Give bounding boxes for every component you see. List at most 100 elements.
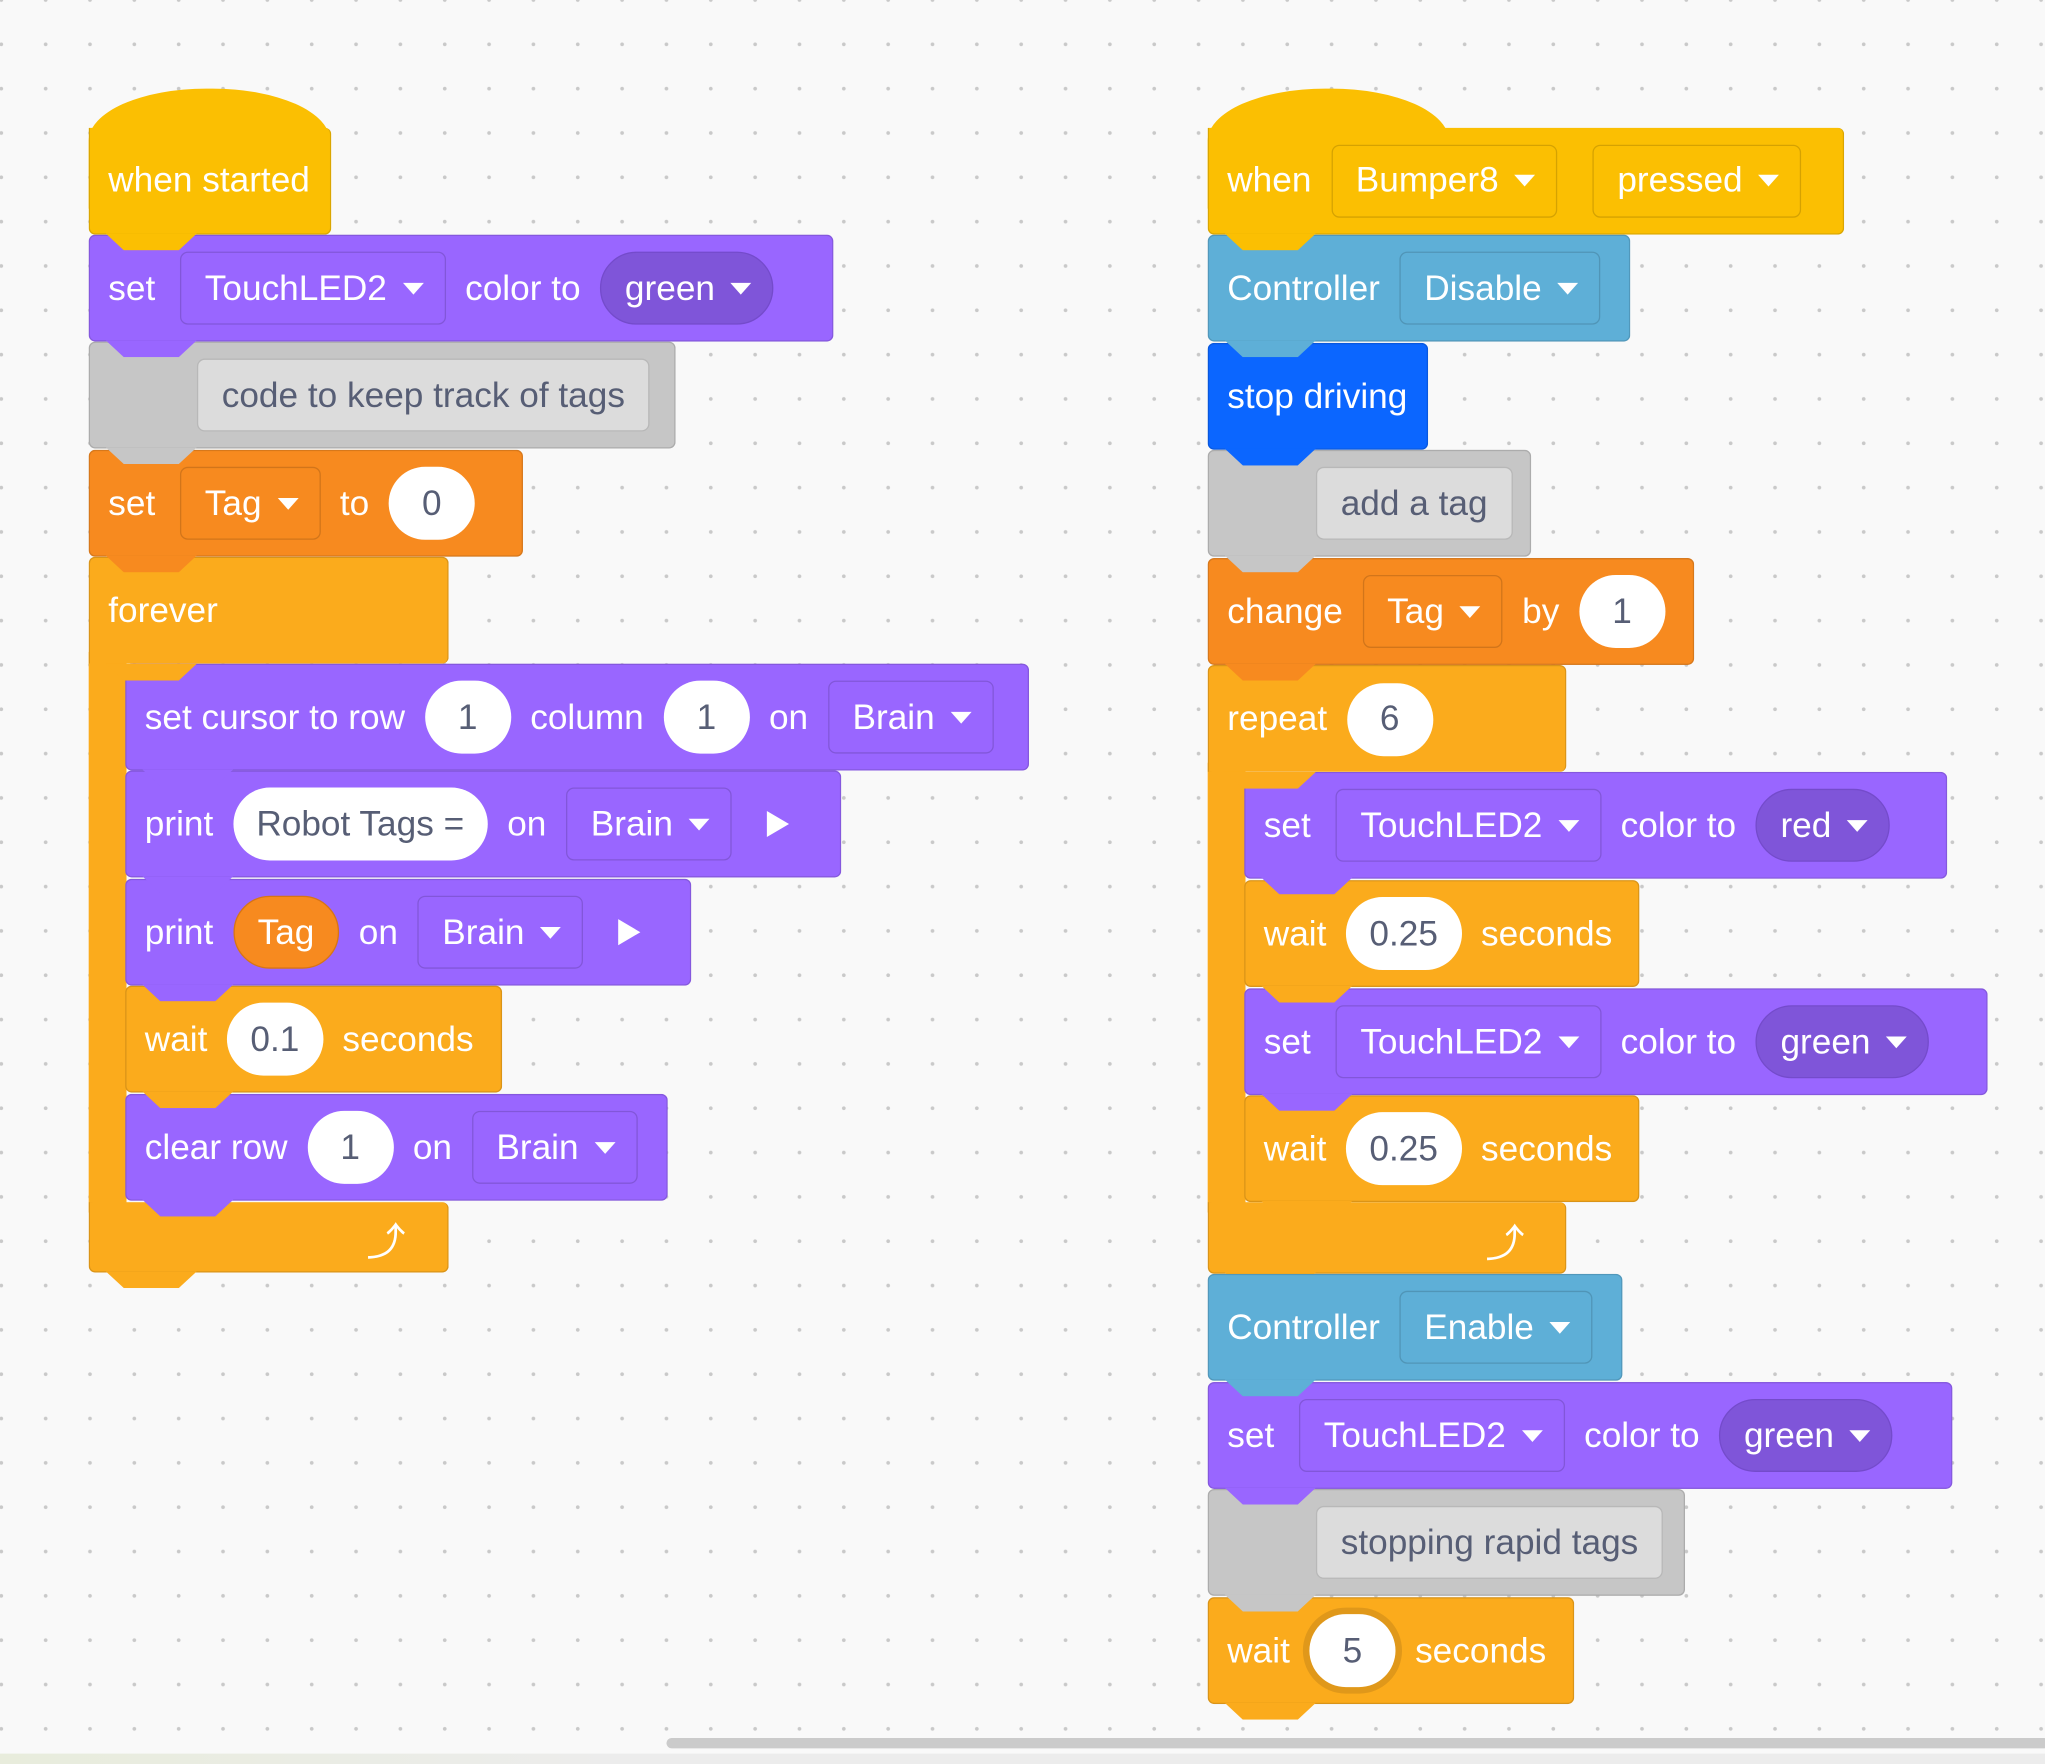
dropdown-value: Brain <box>590 803 673 843</box>
repeat-bottom: ⤴ <box>1207 1202 1567 1274</box>
label: seconds <box>342 1018 474 1059</box>
target-dropdown[interactable]: Brain <box>565 787 732 861</box>
wait-block[interactable]: wait 0.25 seconds <box>1244 880 1640 987</box>
target-dropdown[interactable]: Brain <box>827 680 994 754</box>
color-dropdown[interactable]: green <box>600 251 774 325</box>
clear-row-block[interactable]: clear row 1 on Brain <box>125 1093 668 1201</box>
caret-down-icon <box>402 282 424 295</box>
caret-down-icon <box>1849 1429 1871 1442</box>
device-dropdown[interactable]: TouchLED2 <box>1335 1005 1602 1079</box>
dropdown-value: green <box>624 267 716 308</box>
row-input[interactable]: 1 <box>424 680 511 754</box>
value-input[interactable]: 1 <box>1578 574 1666 648</box>
input-value: 5 <box>1342 1630 1363 1670</box>
label: on <box>358 912 398 952</box>
expand-arrow-icon[interactable] <box>618 919 641 946</box>
set-led-green-block[interactable]: set TouchLED2 color to green <box>1207 1382 1953 1489</box>
seconds-input[interactable]: 5 <box>1309 1614 1396 1688</box>
color-dropdown[interactable]: red <box>1755 788 1891 862</box>
caret-down-icon <box>540 926 562 939</box>
mode-dropdown[interactable]: Enable <box>1399 1290 1593 1364</box>
color-dropdown[interactable]: green <box>1755 1005 1930 1079</box>
repeat-block[interactable]: repeat 6 <box>1207 664 1567 772</box>
sensor-dropdown[interactable]: Bumper8 <box>1330 144 1558 218</box>
event-dropdown[interactable]: pressed <box>1592 144 1802 218</box>
stop-driving-block[interactable]: stop driving <box>1207 342 1429 450</box>
variable-dropdown[interactable]: Tag <box>180 466 321 540</box>
input-value: 0 <box>422 483 442 523</box>
reporter-label: Tag <box>257 912 315 952</box>
device-dropdown[interactable]: TouchLED2 <box>180 251 446 325</box>
print-variable-block[interactable]: print Tag on Brain <box>125 878 692 986</box>
comment-text: stopping rapid tags <box>1340 1522 1639 1562</box>
dropdown-value: Enable <box>1424 1307 1534 1347</box>
label: on <box>412 1127 453 1167</box>
comment-text-field[interactable]: code to keep track of tags <box>196 358 650 432</box>
input-value: 1 <box>340 1127 361 1167</box>
label: color to <box>465 267 581 308</box>
color-dropdown[interactable]: green <box>1719 1398 1893 1472</box>
column-input[interactable]: 1 <box>663 680 750 754</box>
set-cursor-block[interactable]: set cursor to row 1 column 1 on Brain <box>125 663 1030 771</box>
comment-block[interactable]: stopping rapid tags <box>1207 1488 1686 1596</box>
input-value: 0.25 <box>1369 1128 1438 1168</box>
label: wait <box>144 1018 208 1059</box>
when-bumper-block[interactable]: when Bumper8 pressed <box>1207 127 1845 235</box>
caret-down-icon <box>1521 1429 1543 1442</box>
variable-dropdown[interactable]: Tag <box>1362 574 1503 648</box>
forever-block[interactable]: forever <box>88 556 449 664</box>
label: set cursor to row <box>144 696 406 736</box>
count-input[interactable]: 6 <box>1346 682 1433 756</box>
change-variable-block[interactable]: change Tag by 1 <box>1207 558 1695 665</box>
caret-down-icon <box>1514 174 1536 187</box>
text-input[interactable]: Robot Tags = <box>232 787 488 861</box>
label: repeat <box>1227 698 1328 738</box>
mode-dropdown[interactable]: Disable <box>1399 251 1601 325</box>
comment-text-field[interactable]: stopping rapid tags <box>1315 1505 1664 1579</box>
set-led-color-block[interactable]: set TouchLED2 color to green <box>88 234 834 342</box>
device-dropdown[interactable]: TouchLED2 <box>1335 788 1602 862</box>
seconds-input[interactable]: 0.25 <box>1345 897 1462 971</box>
when-started-block[interactable]: when started <box>88 127 332 235</box>
label: set <box>1227 1415 1275 1455</box>
label: wait <box>1263 1128 1327 1168</box>
seconds-input[interactable]: 0.1 <box>226 1002 323 1076</box>
caret-down-icon <box>1558 819 1579 832</box>
set-led-red-block[interactable]: set TouchLED2 color to red <box>1244 771 1948 879</box>
label: column <box>530 696 644 736</box>
set-variable-block[interactable]: set Tag to 0 <box>88 449 523 557</box>
label: wait <box>1227 1630 1290 1670</box>
repeat-arm <box>1207 762 1246 1213</box>
comment-text: code to keep track of tags <box>221 374 625 414</box>
device-dropdown[interactable]: TouchLED2 <box>1299 1398 1565 1472</box>
dropdown-value: Disable <box>1424 267 1542 308</box>
wait-block[interactable]: wait 5 seconds <box>1207 1597 1575 1705</box>
label: stop driving <box>1227 376 1408 416</box>
dropdown-value: Brain <box>852 696 935 736</box>
caret-down-icon <box>950 711 972 723</box>
controller-enable-block[interactable]: Controller Enable <box>1207 1273 1623 1381</box>
dropdown-value: Brain <box>496 1127 579 1167</box>
target-dropdown[interactable]: Brain <box>417 895 584 969</box>
loop-arrow-icon: ⤴ <box>1485 1222 1525 1266</box>
expand-arrow-icon[interactable] <box>766 810 790 838</box>
target-dropdown[interactable]: Brain <box>471 1110 638 1184</box>
set-led-green-block[interactable]: set TouchLED2 color to green <box>1244 988 1988 1096</box>
value-input[interactable]: 0 <box>388 466 475 540</box>
label: color to <box>1620 1021 1737 1061</box>
label: when <box>1227 160 1312 200</box>
label: seconds <box>1481 1128 1613 1168</box>
seconds-input[interactable]: 0.25 <box>1345 1112 1462 1186</box>
horizontal-scrollbar[interactable] <box>666 1737 2045 1749</box>
variable-reporter[interactable]: Tag <box>232 895 340 969</box>
controller-disable-block[interactable]: Controller Disable <box>1207 234 1631 342</box>
comment-block[interactable]: add a tag <box>1207 449 1532 557</box>
wait-block[interactable]: wait 0.1 seconds <box>125 985 503 1093</box>
forever-bottom: ⤴ <box>88 1202 449 1273</box>
row-input[interactable]: 1 <box>307 1110 394 1184</box>
print-text-block[interactable]: print Robot Tags = on Brain <box>125 770 842 878</box>
comment-block[interactable]: code to keep track of tags <box>88 341 676 449</box>
wait-block[interactable]: wait 0.25 seconds <box>1244 1095 1640 1203</box>
comment-text-field[interactable]: add a tag <box>1315 466 1513 540</box>
